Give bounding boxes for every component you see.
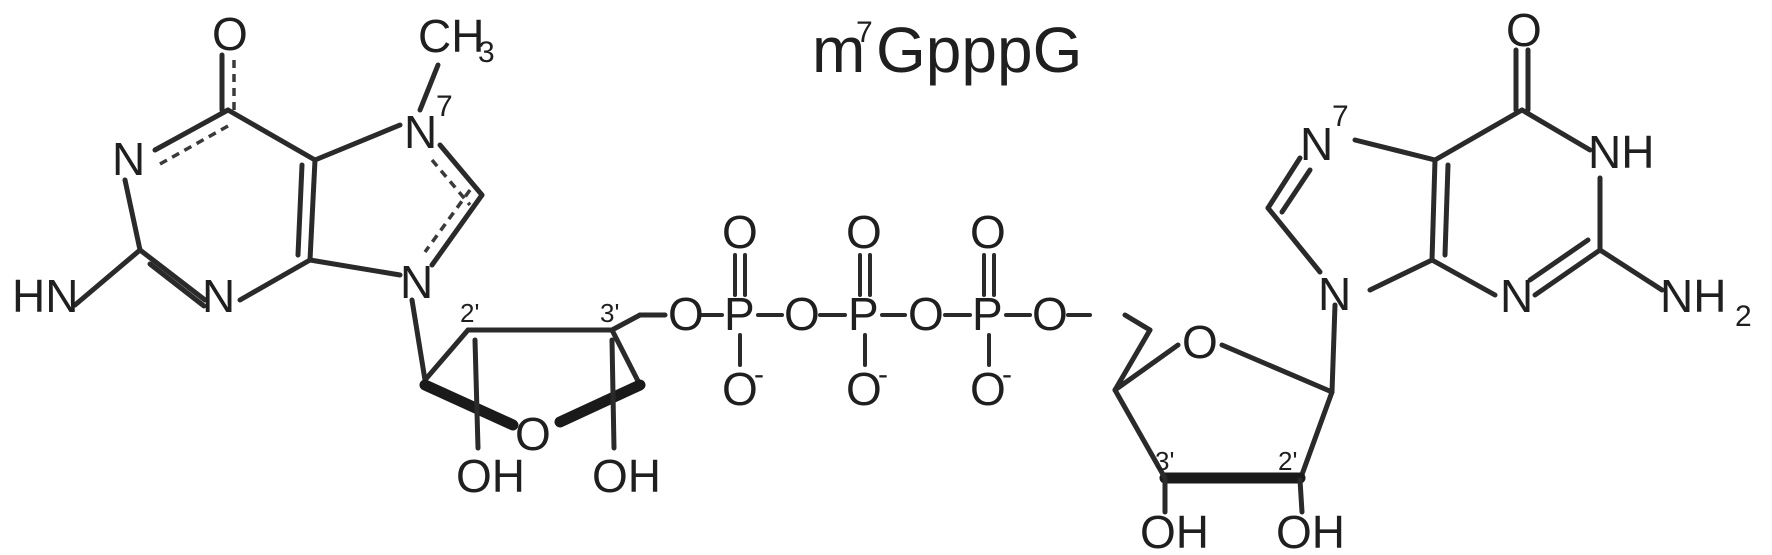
phosphate-o-link-1: O <box>668 288 704 340</box>
phosphate-o-minus-2: O <box>846 363 882 415</box>
right-ribose-oxygen: O <box>1182 316 1218 368</box>
left-ribose-oh2: OH <box>456 450 525 502</box>
phosphate-o-link-4: O <box>1032 288 1068 340</box>
phosphorus-1: P <box>724 288 755 340</box>
phosphate-o-top-2: O <box>846 206 882 258</box>
title-rest: GpppG <box>876 14 1082 86</box>
phosphate-charge-1: - <box>754 358 764 391</box>
bond-lines <box>75 50 1662 512</box>
left-amine: HN <box>12 270 78 322</box>
phosphate-o-top-1: O <box>722 206 758 258</box>
left-guanine: O N N HN N 7 N CH 3 <box>12 8 495 322</box>
phosphate-o-minus-1: O <box>722 363 758 415</box>
right-ribose-prime2: 2' <box>1278 446 1297 476</box>
left-ribose-oh3: OH <box>592 450 661 502</box>
molecule-title: m 7 GpppG <box>812 14 1082 86</box>
right-guanine: O N 7 NH N N NH 2 <box>1300 4 1752 333</box>
phosphorus-2: P <box>848 288 879 340</box>
right-nh: NH <box>1588 126 1654 178</box>
phosphate-o-minus-3: O <box>970 363 1006 415</box>
right-n3: N <box>1500 270 1533 322</box>
right-amine: NH <box>1660 270 1726 322</box>
right-n7-label: 7 <box>1332 100 1349 133</box>
phosphate-o-top-3: O <box>970 206 1006 258</box>
left-n9: N <box>400 256 433 308</box>
left-ribose-prime3: 3' <box>600 298 619 328</box>
right-amine-subscript: 2 <box>1735 300 1752 333</box>
left-carbonyl-oxygen: O <box>212 8 248 60</box>
left-n3: N <box>202 270 235 322</box>
left-n7: N <box>404 106 437 158</box>
phosphate-o-link-2: O <box>784 288 820 340</box>
phosphorus-3: P <box>972 288 1003 340</box>
phosphate-charge-3: - <box>1002 358 1012 391</box>
left-n1: N <box>112 133 145 185</box>
phosphate-o-link-3: O <box>908 288 944 340</box>
methyl-subscript: 3 <box>478 36 495 69</box>
right-carbonyl-oxygen: O <box>1506 4 1542 56</box>
left-n7-label: 7 <box>436 90 453 123</box>
right-ribose-prime3: 3' <box>1155 446 1174 476</box>
right-n7: N <box>1300 118 1333 170</box>
left-ribose-prime2: 2' <box>460 298 479 328</box>
right-ribose-oh2: OH <box>1276 506 1345 555</box>
triphosphate-bridge: O P O O - O P O O - O P O O - O <box>668 206 1068 415</box>
right-n9: N <box>1318 268 1351 320</box>
methyl-group: CH <box>418 10 484 62</box>
phosphate-charge-2: - <box>878 358 888 391</box>
title-superscript: 7 <box>856 16 873 49</box>
right-ribose-oh3: OH <box>1140 506 1209 555</box>
